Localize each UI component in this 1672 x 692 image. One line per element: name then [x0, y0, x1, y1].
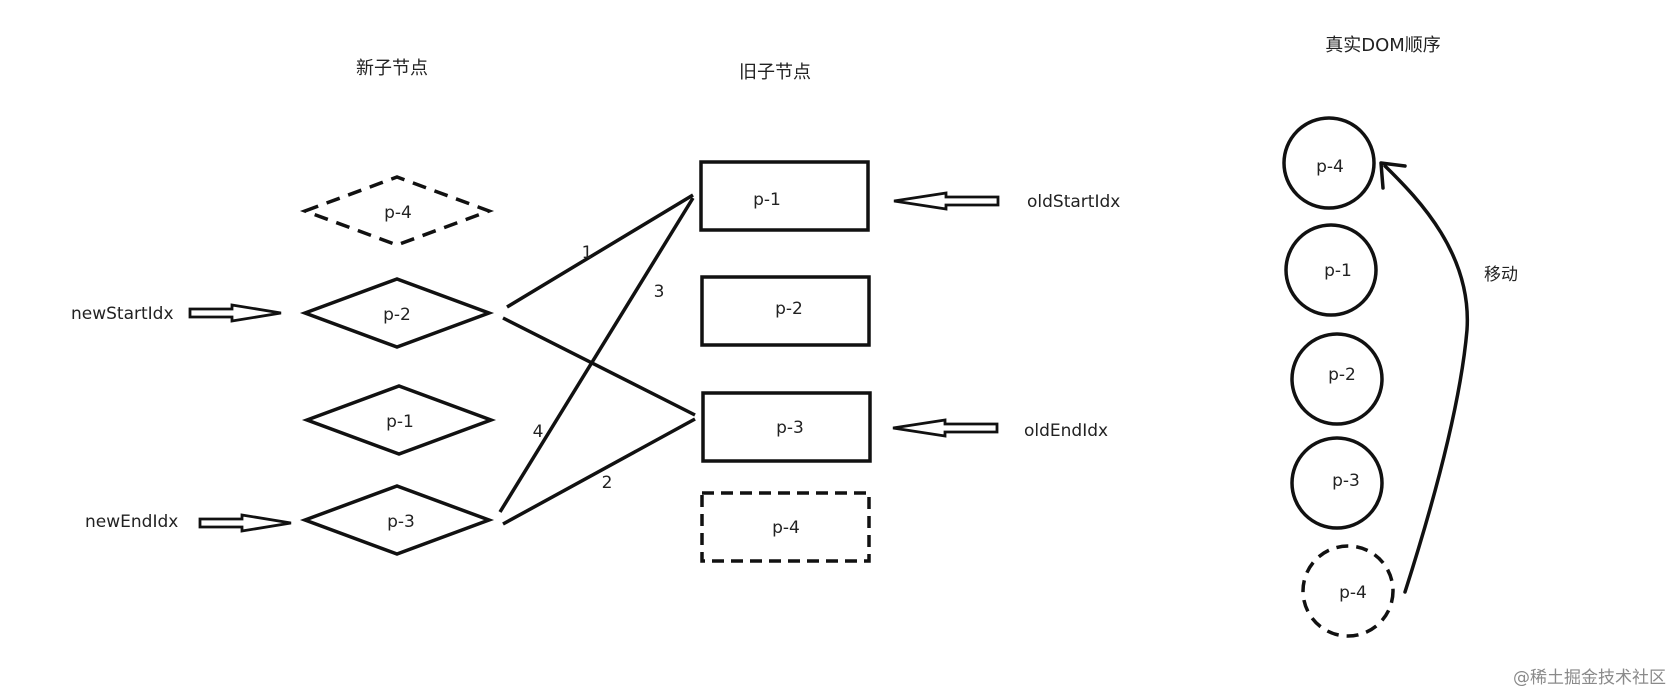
move-arrow-icon: [1379, 161, 1470, 594]
dom-node-label: p-3: [1332, 471, 1360, 491]
watermark: @稀土掘金技术社区: [1513, 668, 1666, 688]
dom-node-label: p-4: [1339, 583, 1367, 603]
dom-node-label: p-1: [1324, 261, 1352, 281]
new-node-label: p-4: [384, 203, 412, 223]
real-dom-order-heading: 真实DOM顺序: [1325, 35, 1441, 56]
comparison-number-2: 2: [602, 473, 613, 493]
old-node-label: p-2: [775, 299, 803, 319]
dom-node-4: p-4: [1301, 544, 1395, 638]
old-node-label: p-3: [776, 418, 804, 438]
old-node-0: p-1: [699, 160, 870, 232]
new-node-label: p-1: [386, 412, 414, 432]
old-start-pointer-label: oldStartIdx: [1027, 192, 1120, 212]
new-end-pointer-label: newEndIdx: [85, 512, 178, 532]
comparison-line-2: [502, 417, 696, 526]
dom-node-label: p-2: [1328, 365, 1356, 385]
new-end-arrow-icon: [198, 513, 292, 533]
new-node-3: p-3: [299, 484, 495, 556]
old-start-arrow-icon: [893, 191, 1000, 211]
old-node-1: p-2: [700, 275, 871, 347]
comparison-number-4: 4: [533, 422, 544, 442]
dom-node-1: p-1: [1284, 223, 1378, 317]
dom-node-2: p-2: [1290, 332, 1384, 426]
old-children-heading: 旧子节点: [739, 62, 811, 83]
comparison-lines: [498, 193, 696, 526]
new-start-pointer-label: newStartIdx: [71, 304, 174, 324]
move-label: 移动: [1484, 265, 1518, 285]
comparison-number-3: 3: [654, 282, 665, 302]
old-node-2: p-3: [701, 391, 872, 463]
old-end-arrow-icon: [892, 418, 999, 438]
old-node-label: p-1: [753, 190, 781, 210]
new-node-label: p-3: [387, 512, 415, 532]
comparison-number-1: 1: [582, 243, 593, 263]
old-end-pointer-label: oldEndIdx: [1024, 421, 1108, 441]
new-node-label: p-2: [383, 305, 411, 325]
new-node-2: p-1: [301, 384, 497, 456]
comparison-line-3: [502, 316, 696, 417]
comparison-line-1: [506, 193, 694, 309]
new-start-arrow-icon: [188, 303, 282, 323]
dom-node-label: p-4: [1316, 157, 1344, 177]
new-node-1: p-2: [299, 277, 495, 349]
new-children-heading: 新子节点: [356, 58, 428, 79]
dom-node-0: p-4: [1282, 116, 1376, 210]
comparison-line-4: [498, 197, 695, 513]
old-node-3: p-4: [700, 491, 871, 563]
new-node-0: p-4: [299, 175, 495, 247]
old-node-label: p-4: [772, 518, 800, 538]
dom-node-3: p-3: [1290, 436, 1384, 530]
